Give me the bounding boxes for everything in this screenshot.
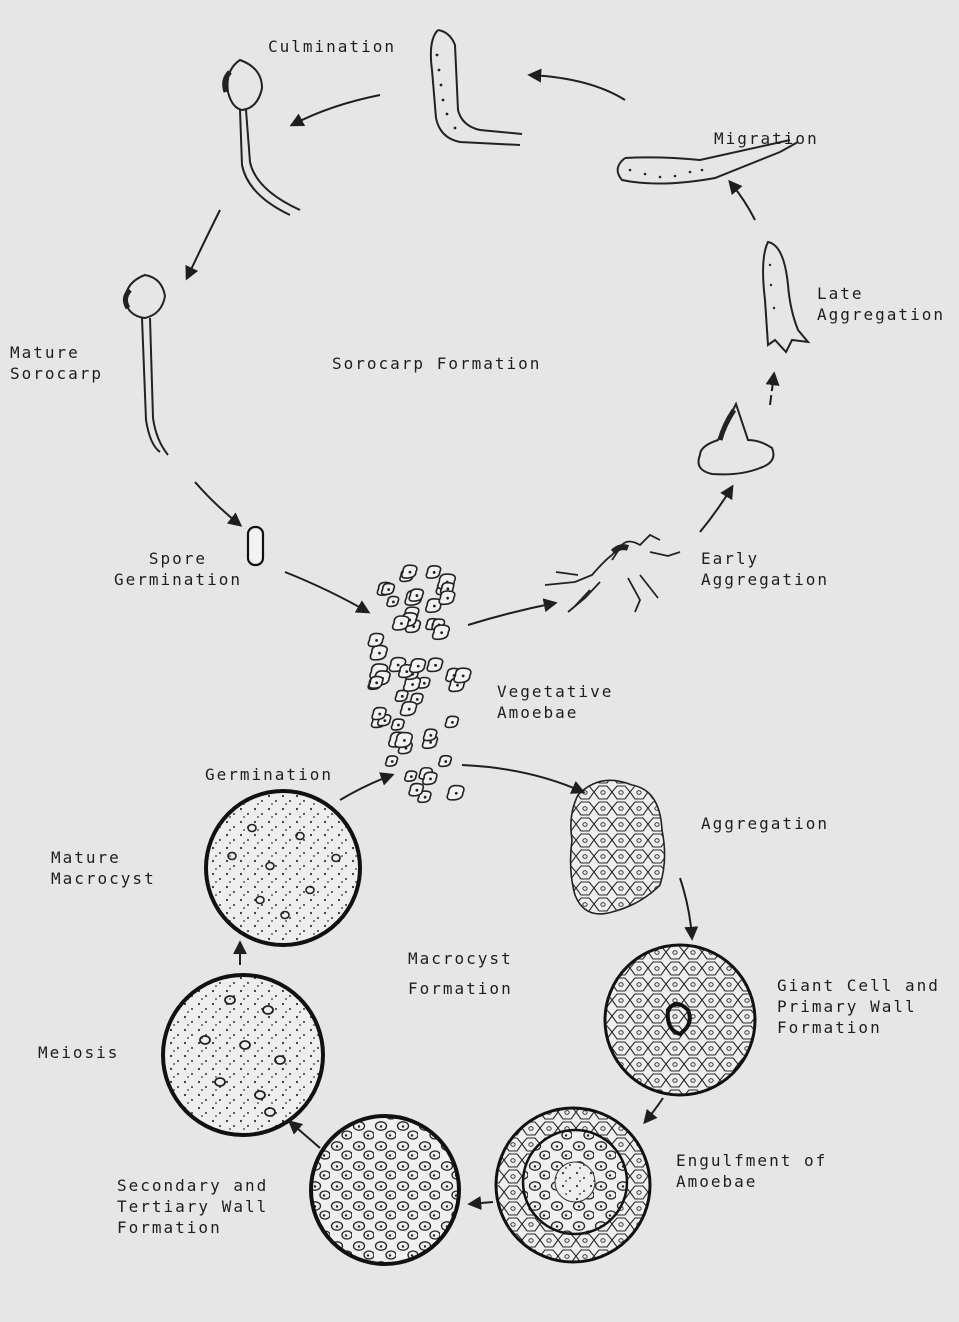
label-line: Engulfment of — [676, 1150, 827, 1171]
label-line: Early — [701, 548, 829, 569]
label-line: Secondary and — [117, 1175, 268, 1196]
amoeba-nucleus — [462, 675, 465, 678]
vegetative-amoebae-cluster — [368, 565, 471, 802]
label-spore-germination: Spore Germination — [114, 548, 242, 590]
amoeba-nucleus — [410, 775, 413, 778]
label-line: Meiosis — [38, 1042, 119, 1063]
amoeba-nucleus — [434, 664, 437, 667]
label-line: Formation — [408, 974, 513, 1004]
amoeba-nucleus — [375, 681, 378, 684]
amoeba-nucleus — [433, 571, 436, 574]
amoeba-nucleus — [392, 601, 395, 604]
amoeba-nucleus — [387, 588, 390, 591]
label-late-aggregation: Late Aggregation — [817, 283, 945, 325]
amoeba-nucleus — [433, 605, 436, 608]
amoeba-nucleus — [446, 587, 449, 590]
label-giant-cell: Giant Cell and Primary Wall Formation — [777, 975, 940, 1038]
label-line: Germination — [114, 569, 242, 590]
amoeba-nucleus — [415, 789, 418, 792]
amoeba-nucleus — [456, 684, 459, 687]
label-line: Aggregation — [817, 304, 945, 325]
label-line: Amoebae — [676, 1171, 827, 1192]
amoeba-nucleus — [375, 639, 378, 642]
label-line: Aggregation — [701, 813, 829, 834]
amoeba-nucleus — [378, 713, 381, 716]
mature-sorocarp-stage — [125, 275, 168, 455]
amoeba-nucleus — [416, 594, 419, 597]
label-secondary-tertiary-wall: Secondary and Tertiary Wall Formation — [117, 1175, 268, 1238]
label-line: Tertiary Wall — [117, 1196, 268, 1217]
meiosis-macrocyst — [163, 975, 323, 1135]
label-line: Aggregation — [701, 569, 829, 590]
label-mature-sorocarp: Mature Sorocarp — [10, 342, 103, 384]
label-line: Spore — [114, 548, 242, 569]
amoeba-nucleus — [403, 739, 406, 742]
aggregation-cell-mass — [571, 780, 665, 914]
early-aggregation-streams — [545, 535, 680, 612]
label-culmination: Culmination — [268, 36, 396, 57]
amoeba-nucleus — [416, 698, 419, 701]
label-line: Culmination — [268, 36, 396, 57]
amoeba-nucleus — [400, 622, 403, 625]
label-sorocarp-formation: Sorocarp Formation — [332, 353, 541, 374]
amoeba-nucleus — [408, 708, 411, 711]
amoeba-nucleus — [391, 760, 394, 763]
amoeba-nucleus — [397, 724, 400, 727]
engulfment-macrocyst — [496, 1108, 650, 1262]
amoeba-nucleus — [429, 734, 432, 737]
amoeba-nucleus — [424, 796, 427, 799]
label-mature-macrocyst: Mature Macrocyst — [51, 847, 156, 889]
spore — [248, 527, 263, 565]
label-engulfment: Engulfment of Amoebae — [676, 1150, 827, 1192]
secondary-wall-macrocyst — [311, 1116, 459, 1264]
label-line: Vegetative — [497, 681, 613, 702]
label-line: Formation — [777, 1017, 940, 1038]
label-macrocyst-formation: Macrocyst Formation — [408, 944, 513, 1004]
culmination-stage — [431, 30, 522, 145]
tipped-mound — [699, 404, 774, 474]
label-line: Migration — [714, 128, 819, 149]
amoeba-nucleus — [409, 571, 412, 574]
label-line: Germination — [205, 764, 333, 785]
label-migration: Migration — [714, 128, 819, 149]
amoeba-nucleus — [423, 682, 426, 685]
mature-macrocyst — [206, 791, 360, 945]
label-early-aggregation: Early Aggregation — [701, 548, 829, 590]
amoeba-nucleus — [417, 665, 420, 668]
amoeba-nucleus — [401, 695, 404, 698]
label-line: Amoebae — [497, 702, 613, 723]
label-line: Mature — [51, 847, 156, 868]
amoeba-nucleus — [446, 597, 449, 600]
early-culmination-stage — [225, 60, 300, 215]
amoeba-nucleus — [411, 683, 414, 686]
label-vegetative-amoebae: Vegetative Amoebae — [497, 681, 613, 723]
label-line: Mature — [10, 342, 103, 363]
label-germination: Germination — [205, 764, 333, 785]
label-aggregation: Aggregation — [701, 813, 829, 834]
amoeba-nucleus — [383, 719, 386, 722]
amoeba-nucleus — [397, 664, 400, 667]
label-line: Primary Wall — [777, 996, 940, 1017]
label-line: Late — [817, 283, 945, 304]
giant-cell-macrocyst — [605, 945, 755, 1095]
amoeba-nucleus — [429, 777, 432, 780]
amoeba-nucleus — [451, 721, 454, 724]
label-line: Formation — [117, 1217, 268, 1238]
amoeba-nucleus — [405, 670, 408, 673]
amoeba-nucleus — [455, 792, 458, 795]
amoeba-nucleus — [444, 760, 447, 763]
late-aggregation-mound — [763, 242, 808, 352]
amoeba-nucleus — [429, 741, 432, 744]
label-line: Sorocarp Formation — [332, 353, 541, 374]
label-line: Sorocarp — [10, 363, 103, 384]
amoeba-nucleus — [440, 631, 443, 634]
amoeba-nucleus — [378, 652, 381, 655]
label-line: Macrocyst — [408, 944, 513, 974]
label-line: Giant Cell and — [777, 975, 940, 996]
label-line: Macrocyst — [51, 868, 156, 889]
label-meiosis: Meiosis — [38, 1042, 119, 1063]
